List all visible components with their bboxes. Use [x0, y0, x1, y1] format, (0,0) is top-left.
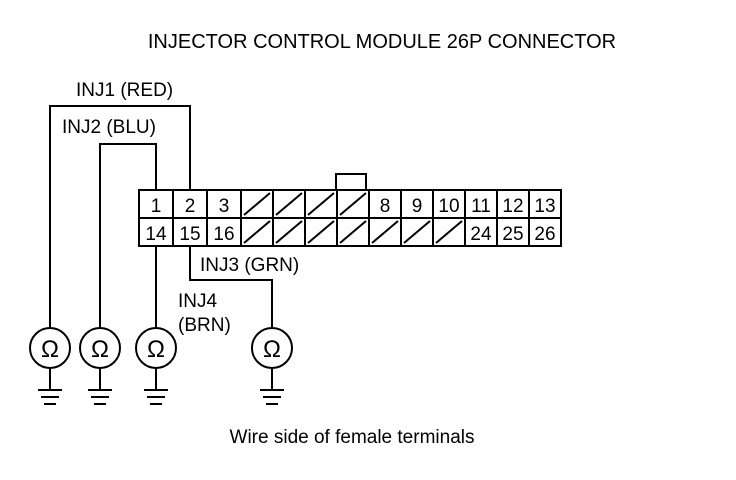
inj2-label: INJ2 (BLU)	[62, 117, 156, 138]
ohm-symbol: Ω	[91, 336, 109, 363]
blank-terminal-mark	[339, 220, 367, 244]
ground-symbol	[38, 368, 62, 405]
blank-terminal-mark	[371, 220, 399, 244]
ohmmeter-inj1: Ω	[29, 327, 71, 369]
blank-terminal-mark	[275, 192, 303, 216]
ohm-symbol: Ω	[41, 336, 59, 363]
ohm-symbol: Ω	[263, 336, 281, 363]
connector-bottom-row	[138, 217, 562, 247]
inj1-label: INJ1 (RED)	[76, 80, 173, 101]
blank-terminal-mark	[339, 192, 367, 216]
terminal-number: 14	[145, 224, 167, 245]
terminal-number: 2	[185, 196, 196, 217]
connector-top-row	[138, 189, 562, 219]
terminal-number: 10	[438, 196, 459, 217]
terminal-number: 1	[151, 196, 162, 217]
blank-terminal-mark	[403, 220, 431, 244]
inj2-wire	[99, 143, 157, 328]
blank-terminal-mark	[275, 220, 303, 244]
diagram-title: INJECTOR CONTROL MODULE 26P CONNECTOR	[148, 31, 616, 53]
blank-terminal-mark	[243, 220, 271, 244]
ground-symbol	[144, 368, 168, 405]
terminal-number: 15	[179, 224, 200, 245]
inj4-label: INJ4	[178, 291, 218, 312]
inj3-label: INJ3 (GRN)	[200, 255, 299, 276]
terminal-number: 8	[380, 196, 391, 217]
terminal-number: 24	[470, 224, 492, 245]
terminal-cell	[464, 217, 498, 247]
blank-terminal-mark	[307, 220, 335, 244]
terminal-cell	[432, 189, 466, 219]
blank-terminal-mark	[243, 192, 271, 216]
terminal-cell	[138, 189, 174, 219]
terminal-number: 25	[502, 224, 523, 245]
ohmmeter-inj4: Ω	[135, 327, 177, 369]
connector-latch	[335, 173, 367, 191]
blank-terminal-mark	[435, 220, 463, 244]
inj3-wire	[189, 246, 273, 328]
blank-terminal-mark	[307, 192, 335, 216]
terminal-number: 3	[219, 196, 230, 217]
terminal-number: 13	[534, 196, 555, 217]
ground-symbol	[260, 368, 284, 405]
terminal-number: 11	[471, 196, 491, 217]
inj1-wire	[49, 105, 191, 328]
terminal-number: 16	[213, 224, 234, 245]
terminal-cell	[496, 217, 530, 247]
ohmmeter-inj2: Ω	[79, 327, 121, 369]
terminal-cell	[464, 189, 498, 219]
ground-symbol	[88, 368, 112, 405]
terminal-number: 12	[502, 196, 523, 217]
terminal-number: 26	[534, 224, 555, 245]
terminal-cell	[496, 189, 530, 219]
ohm-symbol: Ω	[147, 336, 165, 363]
inj4-color-label: (BRN)	[178, 315, 231, 336]
ohmmeter-inj3: Ω	[251, 327, 293, 369]
terminal-number: 9	[412, 196, 423, 217]
diagram-caption: Wire side of female terminals	[230, 427, 475, 448]
terminal-cell	[528, 217, 562, 247]
